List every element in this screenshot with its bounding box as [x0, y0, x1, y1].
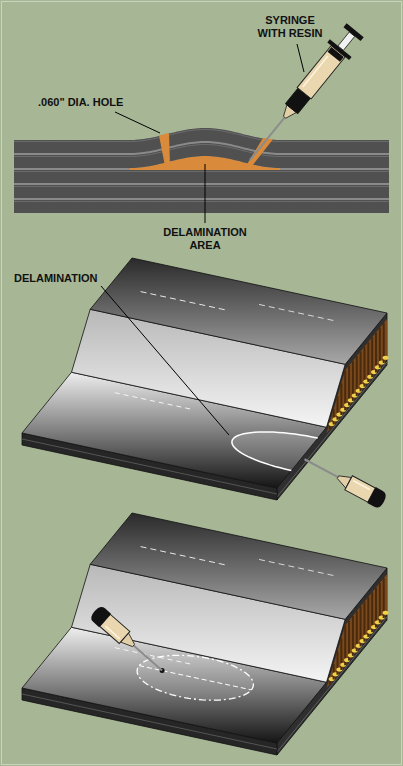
callout-label: .060" DIA. HOLE	[38, 96, 123, 109]
surface-mark	[259, 559, 336, 576]
surface-mark	[259, 304, 336, 321]
plunger-thumb	[343, 23, 363, 41]
laminate-ply	[14, 143, 389, 168]
barrel-highlight	[353, 481, 370, 490]
syringe-cut-end	[367, 487, 388, 509]
plunger-rod	[338, 32, 355, 50]
laminate-cross-section	[14, 21, 389, 213]
honeycomb-cell-wall	[333, 664, 335, 679]
needle	[250, 117, 285, 160]
delamination-axis	[139, 666, 251, 690]
barrel-highlight	[303, 56, 328, 87]
syringe-barrel	[297, 46, 345, 99]
syringe	[239, 21, 366, 168]
ply-highlight	[14, 201, 389, 202]
surface-mark	[115, 393, 192, 410]
laminate-ply	[14, 185, 389, 198]
needle	[134, 645, 163, 670]
leader-lines	[101, 44, 304, 435]
surface-mark	[141, 547, 225, 565]
callout-label: SYRINGE WITH RESIN	[255, 14, 325, 40]
syringe	[89, 604, 168, 677]
ply-highlight	[14, 130, 389, 142]
honeycomb-cell-wall	[333, 409, 335, 424]
callout-label: DELAMINATION AREA	[160, 226, 250, 252]
needle	[305, 459, 339, 477]
panel-plateau	[90, 258, 387, 364]
leader-line	[101, 286, 229, 435]
syringe-cut-end	[89, 604, 111, 627]
syringe	[300, 451, 388, 509]
sandwich-panel	[22, 258, 389, 510]
delamination-outline	[232, 432, 318, 471]
leader-line	[115, 112, 160, 133]
vent-hole	[246, 138, 273, 166]
leader-line	[297, 44, 304, 72]
delamination-outline	[137, 655, 253, 700]
laminate-ply	[14, 200, 389, 213]
honeycomb-cell	[383, 356, 389, 360]
sandwich-panel	[22, 513, 389, 755]
ply-highlight	[14, 186, 389, 187]
surface-mark	[141, 292, 225, 310]
laminate-base	[14, 128, 389, 213]
ply-highlight	[14, 171, 389, 172]
panel-plateau	[90, 513, 387, 619]
honeycomb-cell	[383, 611, 389, 615]
injection-hole	[159, 133, 170, 166]
laminate-ply	[14, 170, 389, 183]
leader-line	[205, 164, 206, 223]
ply-highlight	[14, 145, 389, 157]
barrel-highlight	[105, 626, 119, 639]
callout-label: DELAMINATION	[14, 272, 98, 285]
